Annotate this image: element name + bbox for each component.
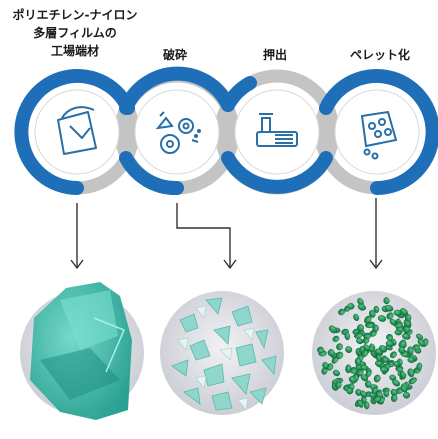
pellet [398,346,405,354]
pellet [368,392,376,399]
pellet [389,374,397,381]
pellet [328,325,337,334]
pellet [390,394,398,402]
pellet [357,303,366,311]
extruder-icon [256,113,298,147]
pellet [322,361,329,369]
gears-crusher-icon [155,111,201,154]
pellet [363,344,371,352]
step-label-pellet: ペレット化 [349,48,410,62]
pellet [360,390,367,398]
pellet [384,304,394,312]
pellet [392,379,400,387]
pellet [403,391,410,399]
pellet [373,374,381,383]
pellet [348,376,357,384]
pellet [382,357,390,363]
pellet [386,333,393,341]
pellet [398,339,406,348]
pellet [400,308,408,316]
blue-process-ring [14,66,438,195]
pellet [408,377,417,385]
pellet [327,349,335,357]
pellet [364,380,372,388]
pellet [354,332,363,339]
pellet [383,297,390,305]
pellet [363,401,370,410]
pellet [400,370,406,380]
pellet [335,381,342,389]
arrows [70,198,383,270]
pellet [346,387,354,395]
sample-film-scrap [20,282,144,420]
pellet [332,369,340,377]
pellet [380,366,389,373]
pellet [407,356,416,363]
pellet [401,333,411,340]
pellet [356,399,364,408]
pellet [364,315,372,324]
pellet [332,335,340,342]
pellet [385,340,395,347]
pellet [338,308,345,316]
step-label-crush: 破砕 [162,48,187,62]
pellet [345,346,353,353]
pellet [317,346,324,353]
film-label-line3: 工場端材 [50,44,99,58]
pellet-cluster [317,297,429,410]
pellet [347,303,355,310]
pellet [373,305,380,313]
pellet [407,368,415,378]
pellet [400,385,408,393]
step-label-film-scrap: ポリエチレン-ナイロン 多層フィルムの 工場端材 [0,6,150,60]
pellet [416,362,423,371]
pellet [412,344,420,351]
pellet [349,367,358,374]
pellet [356,369,364,376]
sample-crushed-flakes [160,291,284,415]
pellet [365,322,375,329]
pellet [344,331,350,341]
pellet [365,370,372,378]
pellet [416,333,424,341]
pellet [335,351,344,360]
pellet [403,325,411,334]
pellet-icon [360,110,398,160]
film-label-line1: ポリエチレン-ナイロン [12,8,138,22]
pellet [362,337,370,344]
pellet [393,360,401,368]
sample-pellets [312,291,436,415]
pellet [354,357,362,366]
pellet [336,343,343,351]
pellet [386,312,394,320]
film-scrap-icon [57,106,97,155]
pellet [383,390,390,398]
pellet [353,313,360,321]
pellet [417,338,425,347]
arrow-crush [176,203,231,268]
pellet [389,351,397,359]
pellet [394,321,403,328]
pellet [369,309,376,318]
film-label-line2: 多層フィルムの [33,26,117,40]
pellet [377,315,387,322]
step-label-extrude: 押出 [262,48,287,62]
pellet [375,348,383,356]
